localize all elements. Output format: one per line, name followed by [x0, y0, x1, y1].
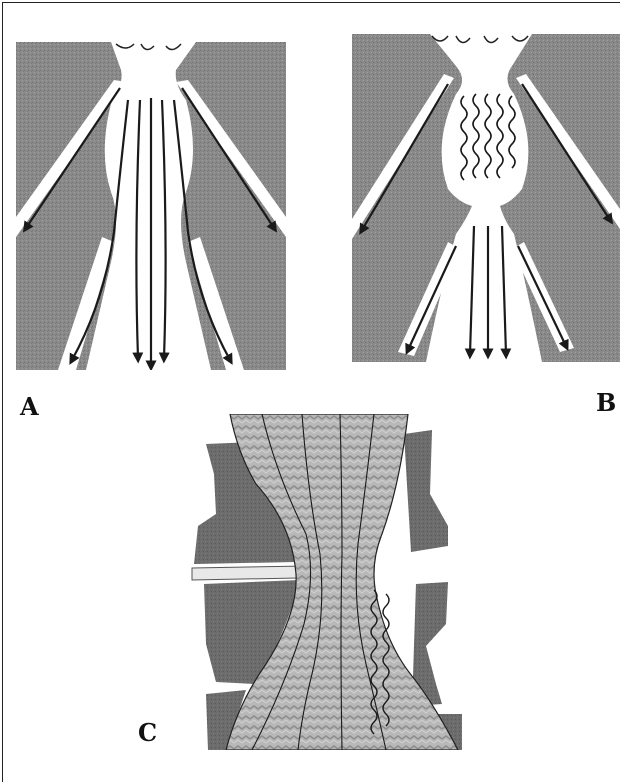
panel-b-stenosis-flow-diagram [352, 34, 620, 362]
panel-b-label: B [596, 388, 616, 417]
vertebra-l4-label: L4 [226, 524, 244, 542]
vertebra-l5-label: L5 [226, 604, 244, 622]
panel-a-normal-flow-diagram [16, 42, 286, 370]
intervertebral-disc-gap [192, 566, 306, 580]
panel-c-label: C [138, 718, 157, 747]
panel-a-label: A [20, 392, 39, 421]
panel-c-lumbar-stenosis-diagram: L4 L5 [186, 414, 486, 750]
